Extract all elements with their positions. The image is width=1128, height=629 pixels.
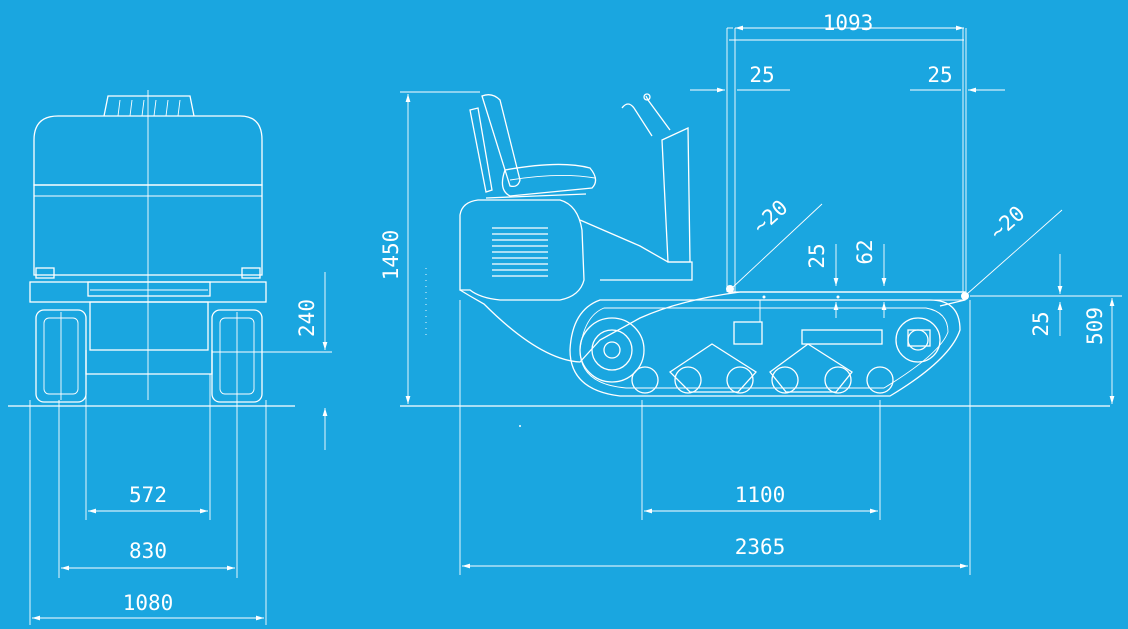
- seat-cushion: [501, 163, 597, 197]
- dim-overall-height: 1450: [379, 230, 403, 281]
- idler-hub: [907, 329, 929, 351]
- dim-bed-length: 1093: [823, 11, 874, 35]
- dot-2: [836, 295, 840, 299]
- front-light-left: [35, 267, 55, 279]
- front-seat-back: [103, 95, 195, 117]
- seat-base: [485, 193, 587, 199]
- seat-cushion-line: [509, 174, 596, 181]
- dim-bed-lip-rear: 25: [1029, 311, 1053, 336]
- road-wheel-2: [674, 366, 702, 394]
- road-wheel-3: [726, 366, 754, 394]
- side-view: 1450 1100 2365 1093 25 25 ~20 ~2: [379, 11, 1122, 575]
- dim-overall-length: 2365: [735, 535, 786, 559]
- front-pivot-point: [726, 285, 734, 293]
- front-view: 572 830 1080 240: [8, 90, 332, 625]
- sprocket-inner: [591, 329, 633, 371]
- control-lever-1: [621, 103, 653, 137]
- front-light-right: [241, 267, 261, 279]
- front-seat-handles: [117, 99, 181, 117]
- dim-bed-side-height: 62: [853, 239, 877, 264]
- track-outline: [569, 299, 961, 397]
- seat-back: [481, 94, 521, 188]
- cylinder-mount: [733, 321, 763, 345]
- dump-cylinder: [801, 329, 883, 345]
- front-bed-lip: [87, 281, 211, 297]
- engine-housing: [459, 199, 585, 301]
- dot-3: [519, 425, 521, 427]
- drive-sprocket: [579, 317, 645, 383]
- idler-wheel: [895, 317, 941, 363]
- seat-post: [469, 107, 493, 193]
- road-wheel-6: [866, 366, 894, 394]
- angle-line-rear: [966, 209, 1063, 295]
- sprocket-hub: [603, 341, 621, 359]
- front-body: [33, 184, 263, 276]
- road-wheel-4: [771, 366, 799, 394]
- road-wheel-5: [824, 366, 852, 394]
- front-underbody: [85, 350, 213, 375]
- dim-ground-clearance: 240: [295, 299, 319, 337]
- bogie-rear: [769, 343, 853, 393]
- engine-louvers: [492, 227, 548, 277]
- lever-knob: [643, 93, 651, 101]
- dim-bed-edge-rear: 25: [927, 63, 952, 87]
- dim-track-gauge: 830: [129, 539, 167, 563]
- dim-bed-lip-front: 25: [805, 243, 829, 268]
- dim-dump-angle-front: ~20: [748, 195, 792, 238]
- control-lever-2: [645, 95, 671, 131]
- dim-width-overall: 1080: [123, 591, 174, 615]
- dim-bed-edge-front: 25: [749, 63, 774, 87]
- dot-1: [762, 295, 766, 299]
- dim-dump-angle-rear: ~20: [985, 201, 1029, 244]
- deck-profile: [459, 289, 966, 363]
- dim-bed-height: 509: [1083, 307, 1107, 345]
- dim-tumbler-distance: 1100: [735, 483, 786, 507]
- bogie-front: [668, 343, 757, 393]
- cowl: [579, 219, 693, 281]
- control-column: [661, 126, 691, 263]
- angle-line-front: [731, 203, 823, 289]
- rear-mount: [907, 329, 931, 347]
- front-axle-box: [89, 301, 209, 351]
- road-wheel-1: [631, 366, 659, 394]
- front-hood: [33, 115, 263, 186]
- dim-inner-track-span: 572: [129, 483, 167, 507]
